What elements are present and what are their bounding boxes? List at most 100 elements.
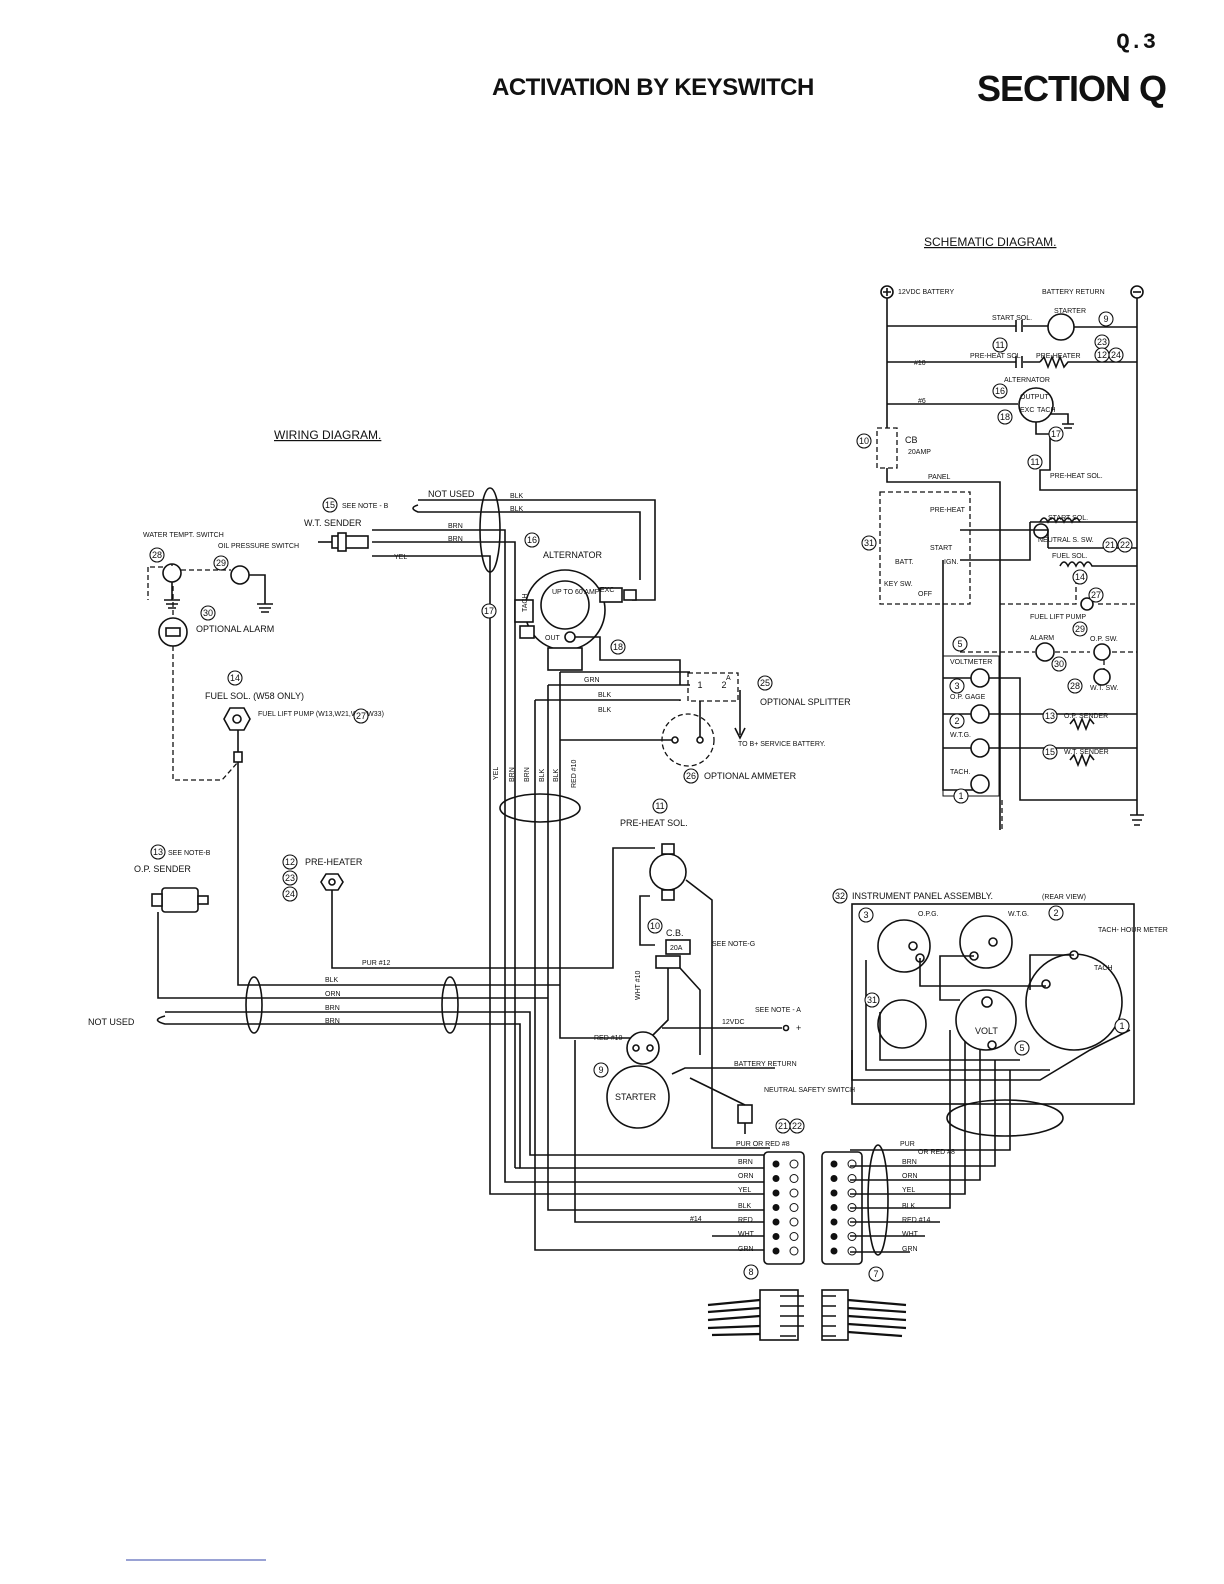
sch-start-sol-label: START SOL. xyxy=(992,315,1032,322)
vert-brn-2: BRN xyxy=(524,767,531,782)
wiring-diagram-title: WIRING DIAGRAM. xyxy=(274,428,381,442)
callout-13: 13 xyxy=(153,847,163,857)
splitter-blk-2: BLK xyxy=(598,707,612,714)
sch-fuel-sol-label: FUEL SOL. xyxy=(1052,553,1088,560)
panel-tach-label: TACH xyxy=(1094,965,1113,972)
see-note-b-label: SEE NOTE - B xyxy=(342,503,389,510)
page-number: Q.3 xyxy=(1116,30,1156,55)
sch-wt-sw-label: W.T. SW. xyxy=(1090,685,1118,692)
vert-brn-1: BRN xyxy=(509,767,516,782)
callout-10: 10 xyxy=(650,921,660,931)
fuel-sol-label: FUEL SOL. (W58 ONLY) xyxy=(205,691,304,701)
sch-op-gage-label: O.P. GAGE xyxy=(950,694,986,701)
vert-red10: RED #10 xyxy=(571,759,578,788)
connector-female xyxy=(821,1289,907,1341)
svg-text:24: 24 xyxy=(1111,350,1121,360)
plug-pin xyxy=(789,1232,799,1241)
optional-splitter-label: OPTIONAL SPLITTER xyxy=(760,697,851,707)
svg-text:5: 5 xyxy=(957,639,962,649)
vert-yel: YEL xyxy=(493,767,500,780)
see-note-b2-label: SEE NOTE-B xyxy=(168,850,211,857)
plug-pin xyxy=(772,1247,780,1255)
panel-plug-blk: BLK xyxy=(902,1203,916,1210)
wt-sender-label: W.T. SENDER xyxy=(304,518,362,528)
svg-text:31: 31 xyxy=(864,538,874,548)
sch-alternator-label: ALTERNATOR xyxy=(1004,377,1050,384)
alt-tach-label: TACH xyxy=(522,593,529,612)
callout-14: 14 xyxy=(230,673,240,683)
svg-text:14: 14 xyxy=(1075,572,1085,582)
plug-pin xyxy=(830,1247,838,1255)
pre-heat-sol-label: PRE-HEAT SOL. xyxy=(620,818,688,828)
circuit-breaker xyxy=(655,939,691,969)
svg-text:23: 23 xyxy=(1097,337,1107,347)
svg-text:2: 2 xyxy=(954,716,959,726)
callout-9: 9 xyxy=(598,1065,603,1075)
vert-blk-2: BLK xyxy=(553,768,560,782)
plug-pin xyxy=(772,1189,780,1197)
svg-text:30: 30 xyxy=(1054,659,1064,669)
callout-16: 16 xyxy=(527,535,537,545)
plug-orn: ORN xyxy=(738,1173,754,1180)
svg-text:31: 31 xyxy=(867,995,877,1005)
svg-text:5: 5 xyxy=(1019,1043,1024,1053)
alternator-label: ALTERNATOR xyxy=(543,550,603,560)
callout-15-top xyxy=(322,497,338,513)
svg-text:3: 3 xyxy=(954,681,959,691)
pur-or-red8-label: PUR OR RED #8 xyxy=(736,1141,790,1148)
callout-15-text: 15 xyxy=(325,500,335,510)
plug-pin xyxy=(830,1233,838,1240)
sch-pre-heat-sol-label: PRE-HEAT SOL. xyxy=(970,353,1023,360)
svg-text:1: 1 xyxy=(697,680,702,690)
sch-cb-20amp-label: 20AMP xyxy=(908,449,931,456)
panel-plug-red14: RED #14 xyxy=(902,1217,931,1224)
optional-ammeter-label: OPTIONAL AMMETER xyxy=(704,771,797,781)
sch-start-sol2-label: START SOL. xyxy=(1048,515,1088,522)
svg-text:11: 11 xyxy=(1030,457,1039,467)
starter xyxy=(606,1031,670,1129)
svg-text:10: 10 xyxy=(859,436,869,446)
plug-pin xyxy=(772,1204,780,1211)
cb-20a-label: 20A xyxy=(670,945,683,952)
plug-pin xyxy=(847,1246,857,1256)
alternator xyxy=(514,569,637,671)
wt-sender xyxy=(318,532,369,552)
callout-11: 11 xyxy=(655,801,664,811)
sch-pre-heater-label: PRE-HEATER xyxy=(1036,353,1081,360)
sch-start-label: START xyxy=(930,545,953,552)
panel-plug-grn: GRN xyxy=(902,1246,918,1253)
neutral-safety-switch-label: NEUTRAL SAFETY SWITCH xyxy=(764,1087,855,1094)
wht10-label: WHT #10 xyxy=(635,970,642,1000)
to-b-service-label: TO B+ SERVICE BATTERY. xyxy=(738,741,826,748)
instrument-panel xyxy=(851,903,1135,1137)
svg-text:32: 32 xyxy=(835,891,845,901)
vertical-trunk xyxy=(489,620,770,1251)
plug-pin xyxy=(830,1175,838,1182)
sch-tach-label: TACH xyxy=(1037,407,1056,414)
sch-battery-label: 12VDC BATTERY xyxy=(898,289,954,296)
sch-op-sw-label: O.P. SW. xyxy=(1090,636,1118,643)
sch-off-label: OFF xyxy=(918,591,932,598)
sch-voltmeter-label: VOLTMETER xyxy=(950,659,992,666)
starter-label: STARTER xyxy=(615,1092,657,1102)
cb-label: C.B. xyxy=(666,928,684,938)
battery-return-label: BATTERY RETURN xyxy=(734,1061,797,1068)
plug-pin xyxy=(830,1160,838,1168)
plug-pin xyxy=(772,1160,780,1168)
callout-23: 23 xyxy=(285,873,295,883)
pre-heat-solenoid xyxy=(649,843,687,901)
sch-n6-label: #6 xyxy=(918,398,926,405)
plug-pin xyxy=(847,1188,857,1198)
sch-ign-label: IGN. xyxy=(944,559,958,566)
water-temp-switch-label: WATER TEMPT. SWITCH xyxy=(143,532,224,539)
fuel-lift-pump-label: FUEL LIFT PUMP (W13,W21,W27,W33) xyxy=(258,711,384,718)
plug-pin xyxy=(830,1204,838,1211)
sch-tach-lbl: TACH. xyxy=(950,769,971,776)
panel-tach-hour-meter: TACH- HOUR METER xyxy=(1098,927,1168,934)
plug-pin xyxy=(847,1174,857,1183)
svg-text:27: 27 xyxy=(1091,590,1101,600)
sch-alarm-label: ALARM xyxy=(1030,635,1054,642)
splitter-blk-1: BLK xyxy=(598,692,612,699)
sch-cb-label: CB xyxy=(905,435,918,445)
not-used-top-label: NOT USED xyxy=(428,489,475,499)
